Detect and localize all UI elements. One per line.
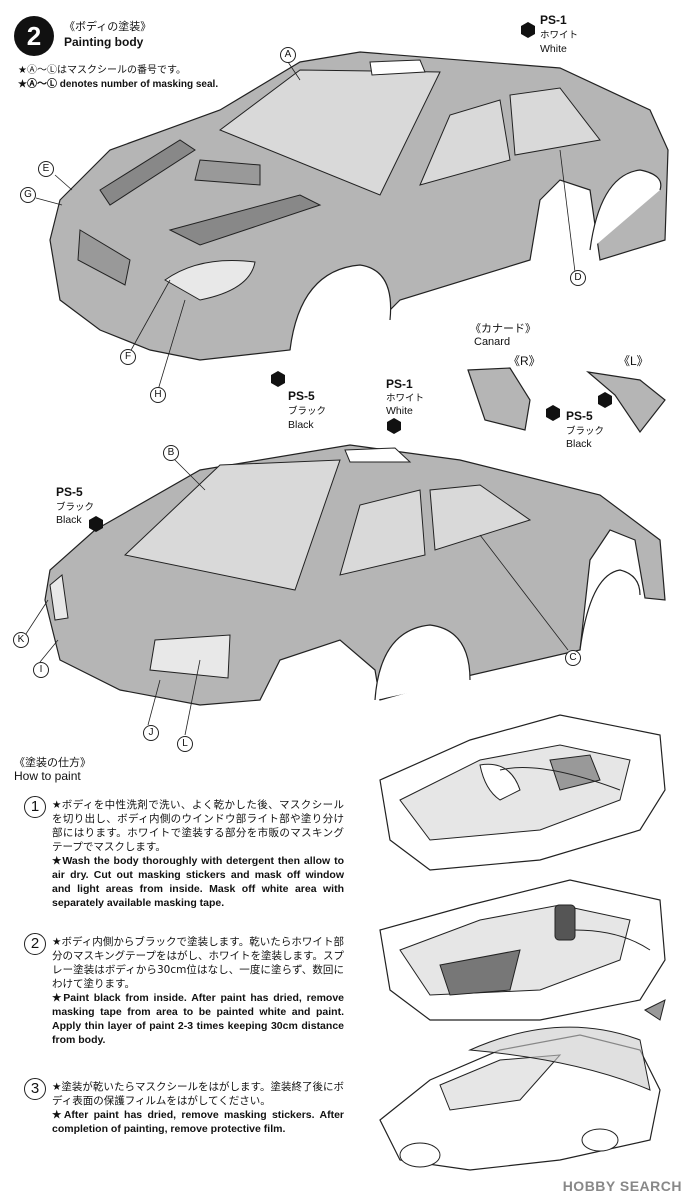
seal-marker-h: H <box>150 387 166 403</box>
seal-marker-a: A <box>280 47 296 63</box>
instruction-step-2: ★ボディ内側からブラックで塗装します。乾いたらホワイト部分のマスキングテープをは… <box>52 935 344 1047</box>
seal-marker-k: K <box>13 632 29 648</box>
paint-name-en: Black <box>56 514 82 526</box>
instruction-jp: ★ボディ内側からブラックで塗装します。乾いたらホワイト部分のマスキングテープをは… <box>52 936 345 990</box>
paint-name-en: Black <box>566 438 592 450</box>
paint-hex-icon <box>521 22 535 38</box>
paint-hex-icon <box>271 371 285 387</box>
paint-code: PS-5 <box>566 409 593 423</box>
paint-name-jp: ブラック <box>566 426 605 437</box>
seal-marker-g: G <box>20 187 36 203</box>
seal-marker-f: F <box>120 349 136 365</box>
instruction-number: 1 <box>24 796 46 818</box>
howto-title-en: How to paint <box>14 769 81 783</box>
instruction-en: ★Wash the body thoroughly with detergent… <box>52 855 344 909</box>
instruction-en: ★Paint black from inside. After paint ha… <box>52 992 344 1046</box>
seal-marker-e: E <box>38 161 54 177</box>
seal-marker-c: C <box>565 650 581 666</box>
seal-marker-j: J <box>143 725 159 741</box>
seal-marker-b: B <box>163 445 179 461</box>
instruction-number: 3 <box>24 1078 46 1100</box>
section-title-en: Painting body <box>64 35 144 49</box>
paint-code: PS-1 <box>386 377 413 391</box>
paint-name-jp: ブラック <box>288 406 327 417</box>
step-number-badge: 2 <box>14 16 54 56</box>
canard-title-jp: 《カナード》 <box>470 322 536 335</box>
watermark-logo: HOBBY SEARCH <box>562 1178 682 1194</box>
howto-title-jp: 《塗装の仕方》 <box>14 756 91 769</box>
seal-note-en: ★Ⓐ～Ⓛ denotes number of masking seal. <box>18 79 219 90</box>
seal-marker-l: L <box>177 736 193 752</box>
paint-hex-icon <box>598 392 612 408</box>
canard-title-en: Canard <box>474 336 511 348</box>
paint-hex-icon <box>546 405 560 421</box>
instruction-number: 2 <box>24 933 46 955</box>
paint-name-jp: ホワイト <box>540 30 579 41</box>
canard-right-label: 《R》 <box>508 354 541 368</box>
paint-hex-icon <box>89 516 103 532</box>
paint-code: PS-5 <box>56 485 83 499</box>
instruction-jp: ★ボディを中性洗剤で洗い、よく乾かした後、マスクシールを切り出し、ボディ内側のウ… <box>52 799 344 853</box>
section-title-jp: 《ボディの塗装》 <box>64 20 152 33</box>
paint-name-jp: ブラック <box>56 502 95 513</box>
instruction-step-1: ★ボディを中性洗剤で洗い、よく乾かした後、マスクシールを切り出し、ボディ内側のウ… <box>52 798 344 910</box>
seal-note-jp: ★Ⓐ～Ⓛはマスクシールの番号です。 <box>18 65 186 76</box>
seal-marker-d: D <box>570 270 586 286</box>
paint-code: PS-1 <box>540 13 567 27</box>
paint-hex-icon <box>387 418 401 434</box>
paint-name-jp: ホワイト <box>386 393 425 404</box>
instruction-en: ★After paint has dried, remove masking s… <box>52 1109 344 1135</box>
paint-name-en: White <box>386 405 413 417</box>
canard-left-label: 《L》 <box>618 354 649 368</box>
paint-name-en: Black <box>288 419 314 431</box>
instruction-step-3: ★塗装が乾いたらマスクシールをはがします。塗装終了後にボディ表面の保護フィルムを… <box>52 1080 344 1136</box>
paint-name-en: White <box>540 43 567 55</box>
seal-marker-i: I <box>33 662 49 678</box>
instruction-jp: ★塗装が乾いたらマスクシールをはがします。塗装終了後にボディ表面の保護フィルムを… <box>52 1081 344 1107</box>
paint-code: PS-5 <box>288 389 315 403</box>
